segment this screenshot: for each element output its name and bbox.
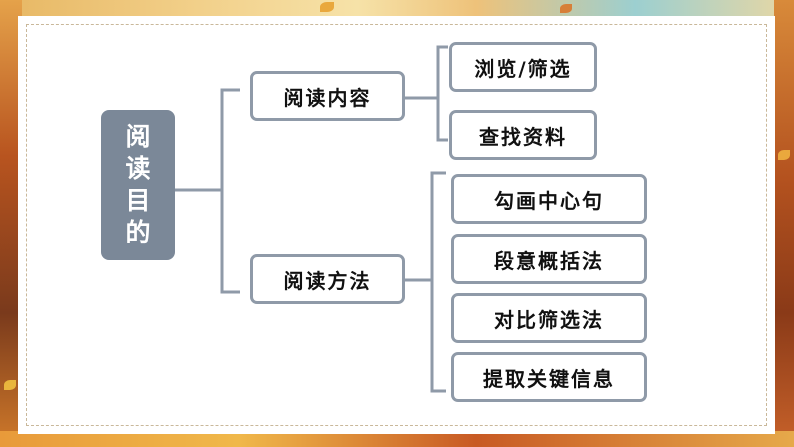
branch-label: 阅读内容 [283,85,372,110]
leaf-node-extract: 提取关键信息 [451,352,647,402]
root-label: 阅读目的 [125,122,151,247]
leaf-decoration [560,4,572,13]
leaf-node-summarize: 段意概括法 [451,234,647,284]
leaf-node-browse: 浏览/筛选 [449,42,597,92]
leaf-label: 对比筛选法 [494,307,604,332]
dashed-frame [26,24,767,426]
leaf-label: 浏览/筛选 [474,56,572,81]
leaf-label: 勾画中心句 [494,188,604,213]
leaf-node-search: 查找资料 [449,110,597,160]
connector-branch-2 [405,171,446,393]
leaf-decoration [4,380,16,390]
branch-label: 阅读方法 [283,268,372,293]
connector-branch-1 [405,45,448,142]
leaf-label: 段意概括法 [494,248,604,273]
leaf-node-underline: 勾画中心句 [451,174,647,224]
root-node: 阅读目的 [101,110,175,260]
autumn-backdrop-left [0,0,22,447]
branch-node-method: 阅读方法 [250,254,405,304]
leaf-node-compare: 对比筛选法 [451,293,647,343]
leaf-label: 提取关键信息 [483,366,615,391]
autumn-backdrop-bottom [0,431,794,447]
leaf-decoration [320,2,334,12]
autumn-backdrop-right [774,0,794,447]
leaf-decoration [778,150,790,160]
autumn-backdrop-top [0,0,794,20]
leaf-label: 查找资料 [479,124,567,149]
branch-node-content: 阅读内容 [250,71,405,121]
